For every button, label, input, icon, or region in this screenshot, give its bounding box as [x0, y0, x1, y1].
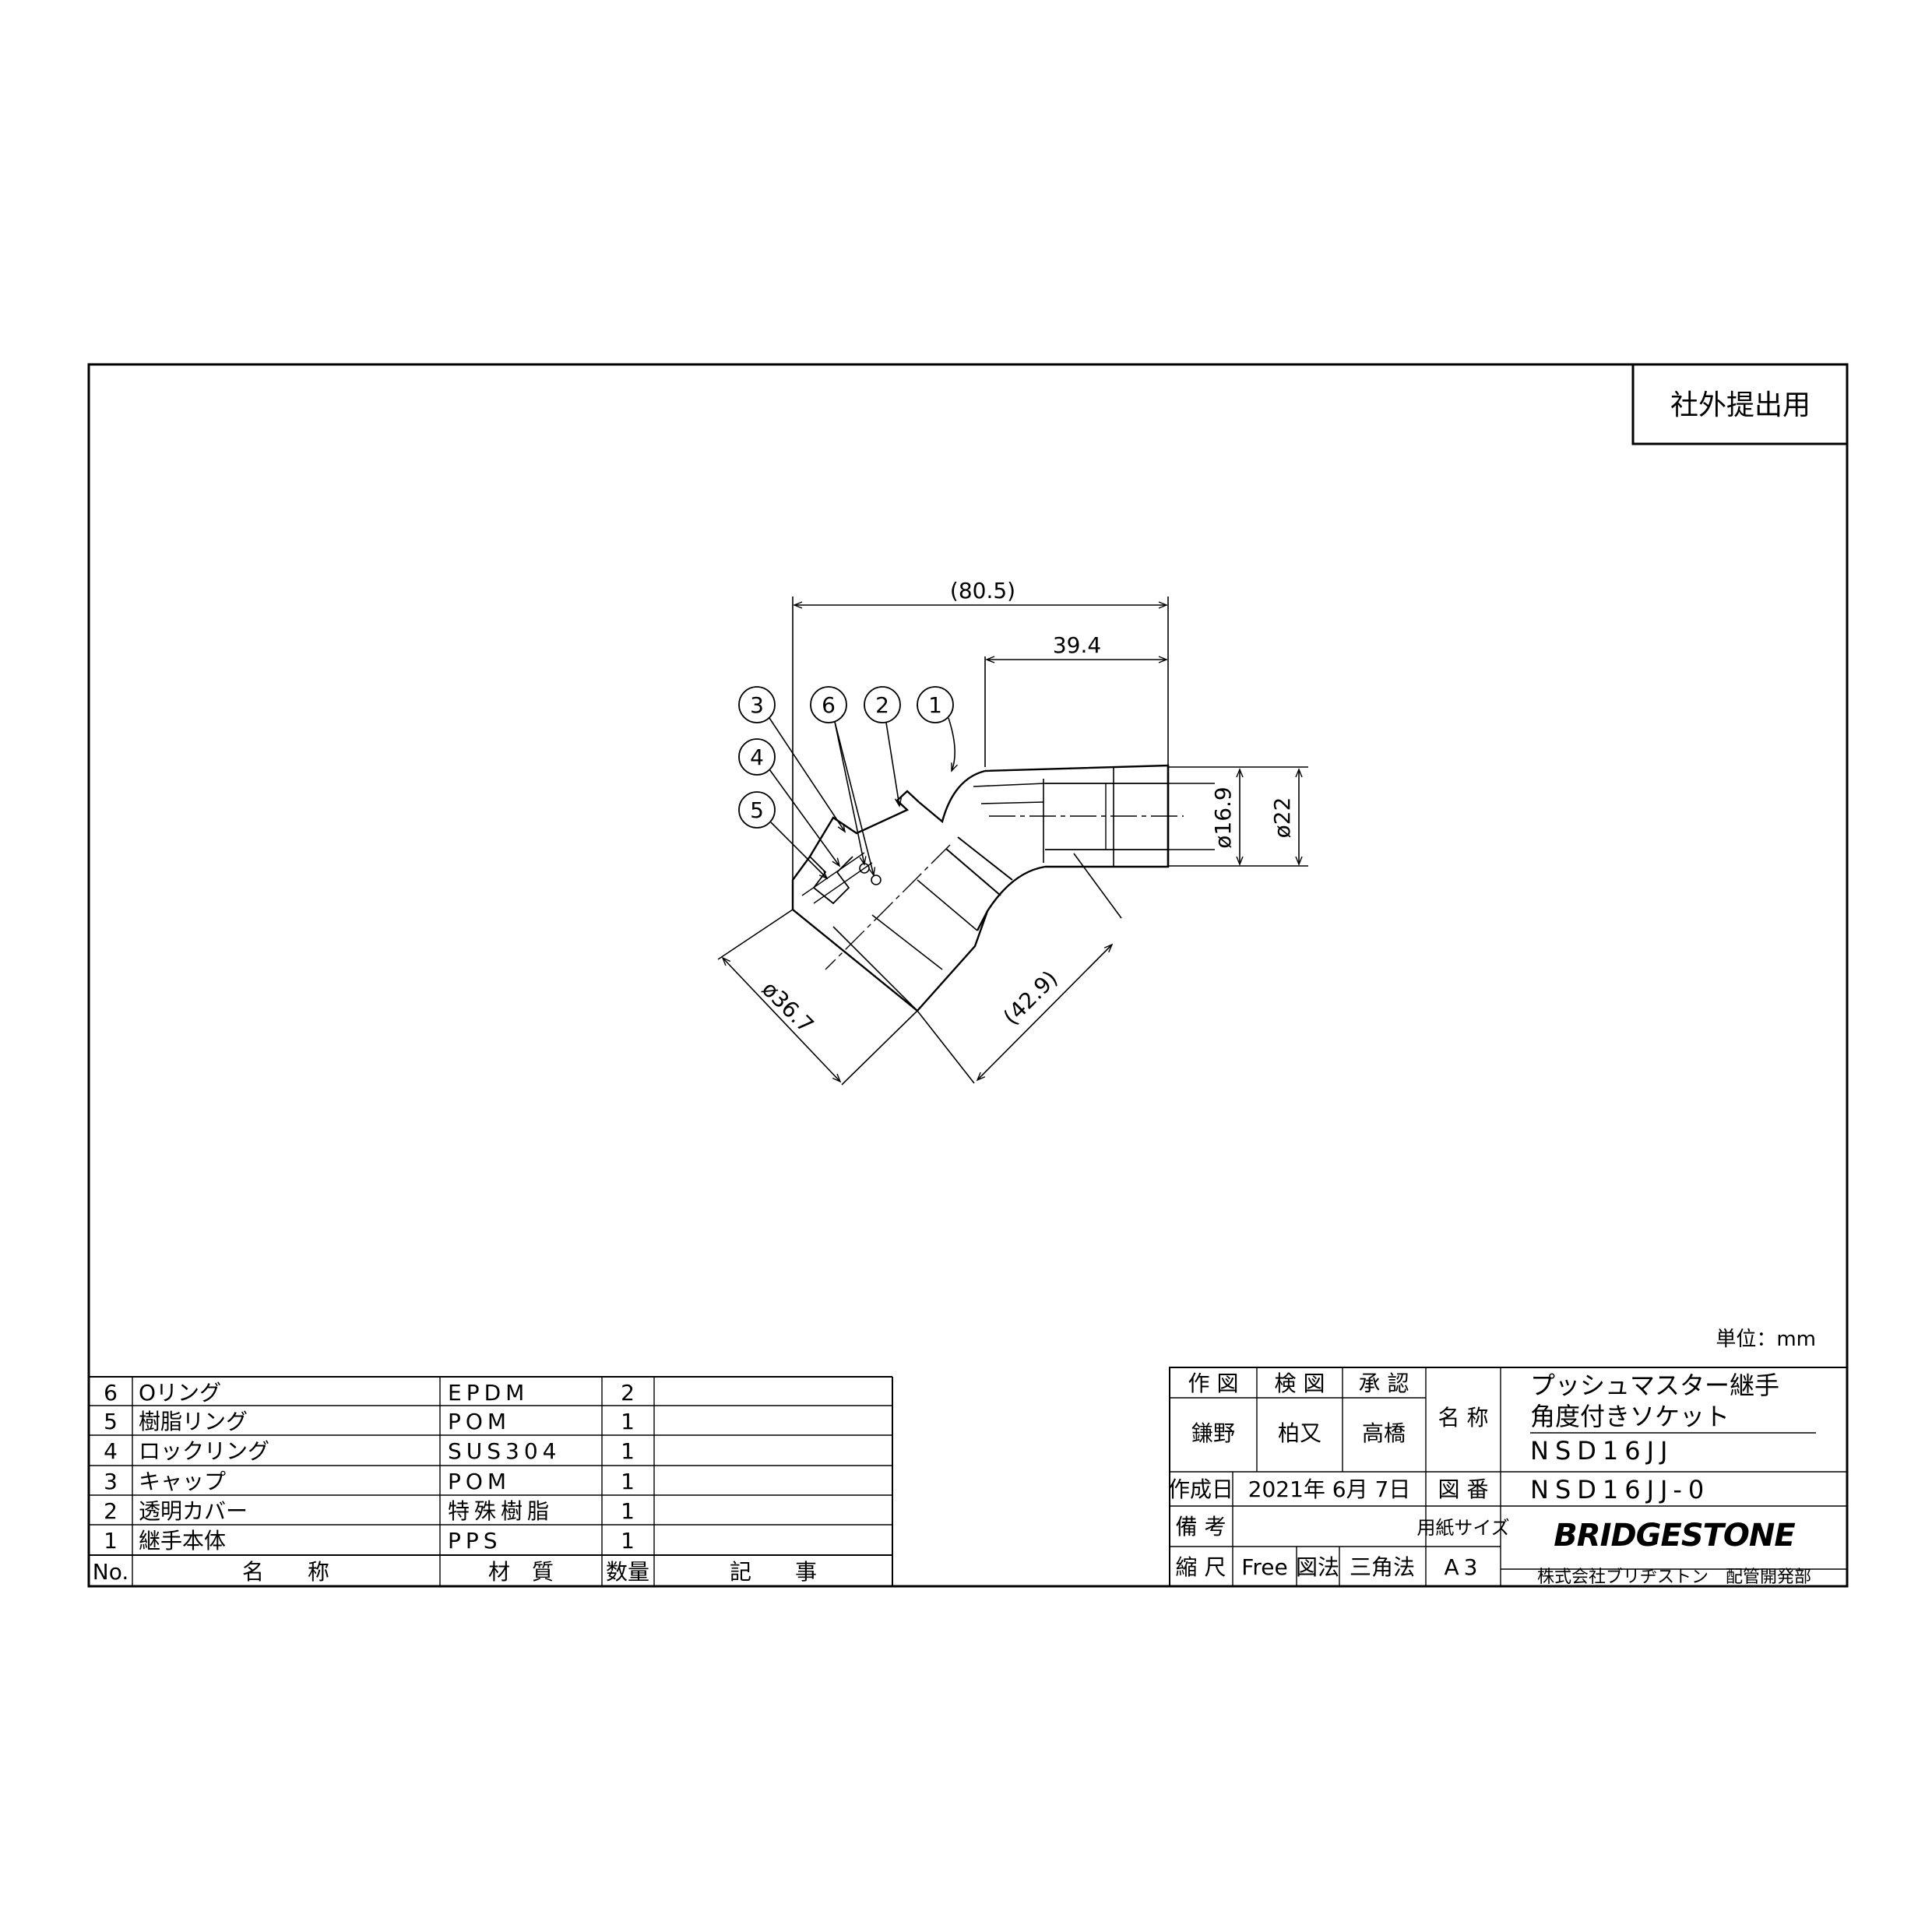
- balloon-4: 4: [738, 738, 776, 776]
- dim-outer-diameter: ø22: [1269, 797, 1295, 839]
- balloon-1: 1: [917, 686, 954, 723]
- table-row: 2 透明カバー 特殊樹脂 1: [104, 1498, 635, 1524]
- svg-text:1: 1: [928, 692, 942, 718]
- part-name: キャップ: [139, 1469, 226, 1494]
- projection-value: 三角法: [1350, 1554, 1415, 1580]
- date-label: 作成日: [1168, 1476, 1233, 1502]
- svg-text:3: 3: [750, 692, 764, 718]
- approved-by: 高橋: [1362, 1420, 1406, 1446]
- table-row: 5 樹脂リング POM 1: [104, 1409, 635, 1434]
- paper-size-label: 用紙サイズ: [1416, 1517, 1509, 1539]
- drawn-by: 鎌野: [1191, 1420, 1235, 1446]
- balloon-3: 3: [738, 686, 776, 723]
- fitting-body: [791, 764, 1170, 1012]
- dim-angled-length: (42.9): [998, 966, 1063, 1030]
- part-name: ロックリング: [139, 1438, 269, 1464]
- product-name-line1: プッシュマスター継手: [1530, 1371, 1779, 1400]
- drawing-no-label: 図 番: [1438, 1476, 1489, 1502]
- balloon-5: 5: [738, 791, 776, 829]
- parts-table-header: No. 名 称 材 質 数量 記 事: [93, 1559, 817, 1585]
- dim-straight-length: 39.4: [1053, 632, 1101, 658]
- part-number: 3: [104, 1469, 118, 1494]
- drawn-label: 作 図: [1188, 1371, 1239, 1396]
- header-no: No.: [93, 1559, 128, 1585]
- drawing-no: NSD16JJ-0: [1530, 1475, 1710, 1504]
- part-material: SUS304: [448, 1438, 561, 1464]
- scale-label: 縮 尺: [1176, 1554, 1226, 1580]
- projection-label: 図法: [1296, 1554, 1339, 1580]
- unit-label: 単位：mm: [1716, 1328, 1816, 1351]
- dim-cap-diameter: ø36.7: [757, 977, 819, 1039]
- checked-label: 検 図: [1275, 1371, 1325, 1396]
- svg-text:4: 4: [750, 744, 764, 770]
- balloon-6: 6: [810, 686, 847, 723]
- stamp-box: 社外提出用: [1631, 363, 1849, 445]
- stamp-text: 社外提出用: [1670, 389, 1811, 421]
- date-value: 2021年 6月 7日: [1248, 1476, 1411, 1502]
- part-name: Oリング: [139, 1380, 221, 1406]
- name-label: 名 称: [1438, 1405, 1489, 1431]
- product-name-line2: 角度付きソケット: [1530, 1402, 1730, 1431]
- brand-logo: BRIDGESTONE: [1554, 1518, 1795, 1554]
- part-quantity: 1: [621, 1438, 635, 1464]
- part-name: 樹脂リング: [139, 1409, 248, 1434]
- header-material: 材 質: [488, 1559, 554, 1585]
- remarks-label: 備 考: [1176, 1514, 1226, 1540]
- part-material: 特殊樹脂: [448, 1498, 554, 1524]
- product-code: NSD16JJ: [1530, 1436, 1673, 1466]
- header-name: 名 称: [242, 1559, 329, 1585]
- approved-label: 承 認: [1359, 1371, 1409, 1396]
- part-name: 継手本体: [139, 1528, 226, 1554]
- header-remarks: 記 事: [730, 1559, 817, 1585]
- svg-text:5: 5: [750, 797, 764, 823]
- table-row: 3 キャップ POM 1: [104, 1469, 635, 1494]
- table-row: 4 ロックリング SUS304 1: [104, 1438, 635, 1464]
- part-material: POM: [448, 1469, 511, 1494]
- part-name: 透明カバー: [139, 1498, 248, 1524]
- part-number: 1: [104, 1528, 118, 1554]
- dim-inner-diameter: ø16.9: [1210, 787, 1236, 848]
- dim-overall-length: (80.5): [950, 578, 1015, 604]
- table-row: 6 Oリング EPDM 2: [104, 1380, 635, 1406]
- part-number: 2: [104, 1498, 118, 1524]
- table-row: 1 継手本体 PPS 1: [104, 1528, 635, 1554]
- checked-by: 柏又: [1278, 1420, 1321, 1446]
- part-number: 4: [104, 1438, 118, 1464]
- part-quantity: 1: [621, 1409, 635, 1434]
- part-number: 5: [104, 1409, 118, 1434]
- balloon-2: 2: [864, 686, 901, 723]
- parts-table: 6 Oリング EPDM 2 5 樹脂リング POM 1 4 ロックリング SUS304 1 3 キャップ P…: [89, 1376, 893, 1586]
- part-material: POM: [448, 1409, 511, 1434]
- fitting-drawing: (80.5) 39.4 ø16.9 ø22 ø36.7 (42.9): [717, 578, 1308, 1086]
- part-material: PPS: [448, 1528, 502, 1554]
- part-quantity: 2: [621, 1380, 635, 1406]
- part-material: EPDM: [448, 1380, 529, 1406]
- svg-text:2: 2: [875, 692, 889, 718]
- part-quantity: 1: [621, 1498, 635, 1524]
- header-qty: 数量: [606, 1559, 649, 1585]
- part-number: 6: [104, 1380, 118, 1406]
- paper-size: A3: [1445, 1554, 1483, 1580]
- sheet-border: [87, 363, 1849, 1588]
- title-block: 作 図 検 図 承 認 鎌野 柏又 高橋 名 称 プッシュマスター継手 角度付き…: [1168, 1367, 1848, 1587]
- svg-text:6: 6: [822, 692, 836, 718]
- scale-value: Free: [1241, 1554, 1287, 1580]
- part-quantity: 1: [621, 1469, 635, 1494]
- company-name: 株式会社ブリヂストン 配管開発部: [1537, 1568, 1811, 1587]
- part-quantity: 1: [621, 1528, 635, 1554]
